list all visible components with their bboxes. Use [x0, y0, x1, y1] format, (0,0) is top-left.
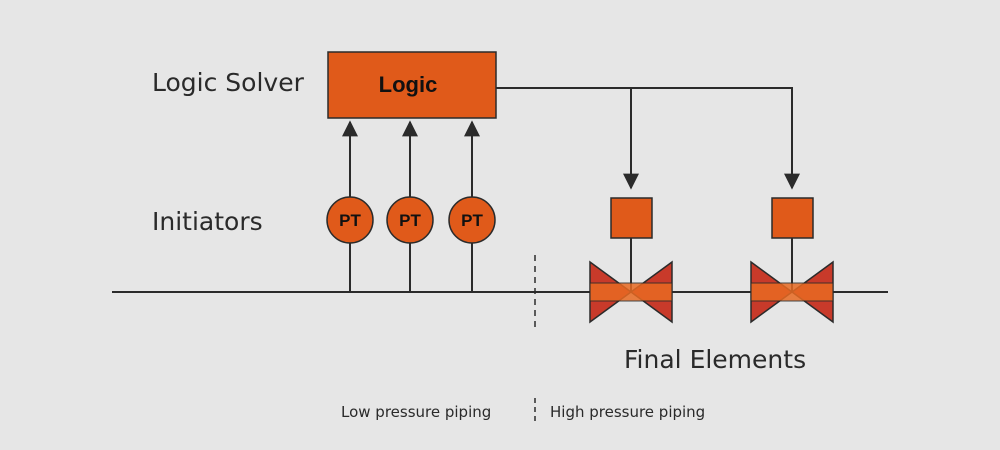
- pt1-label: PT: [339, 211, 361, 230]
- low-pressure-label: Low pressure piping: [341, 403, 491, 421]
- final-element-1: [589, 197, 673, 324]
- high-pressure-label: High pressure piping: [550, 403, 705, 421]
- pt2-label: PT: [399, 211, 421, 230]
- pt3-label: PT: [461, 211, 483, 230]
- actuator-1: [610, 197, 653, 239]
- logic-to-valve2-signal: [496, 87, 800, 190]
- valve1-band: [589, 282, 673, 302]
- pressure-transmitter-2: PT: [386, 196, 434, 244]
- actuator-2: [771, 197, 814, 239]
- valve2-band: [750, 282, 834, 302]
- final-elements-label: Final Elements: [624, 345, 806, 374]
- logic-box-label: Logic: [379, 72, 438, 97]
- logic-solver-label: Logic Solver: [152, 68, 305, 97]
- initiators-label: Initiators: [152, 207, 263, 236]
- pressure-transmitter-1: PT: [326, 196, 374, 244]
- final-element-2: [750, 197, 834, 324]
- pressure-transmitter-3: PT: [448, 196, 496, 244]
- logic-box: [327, 51, 497, 119]
